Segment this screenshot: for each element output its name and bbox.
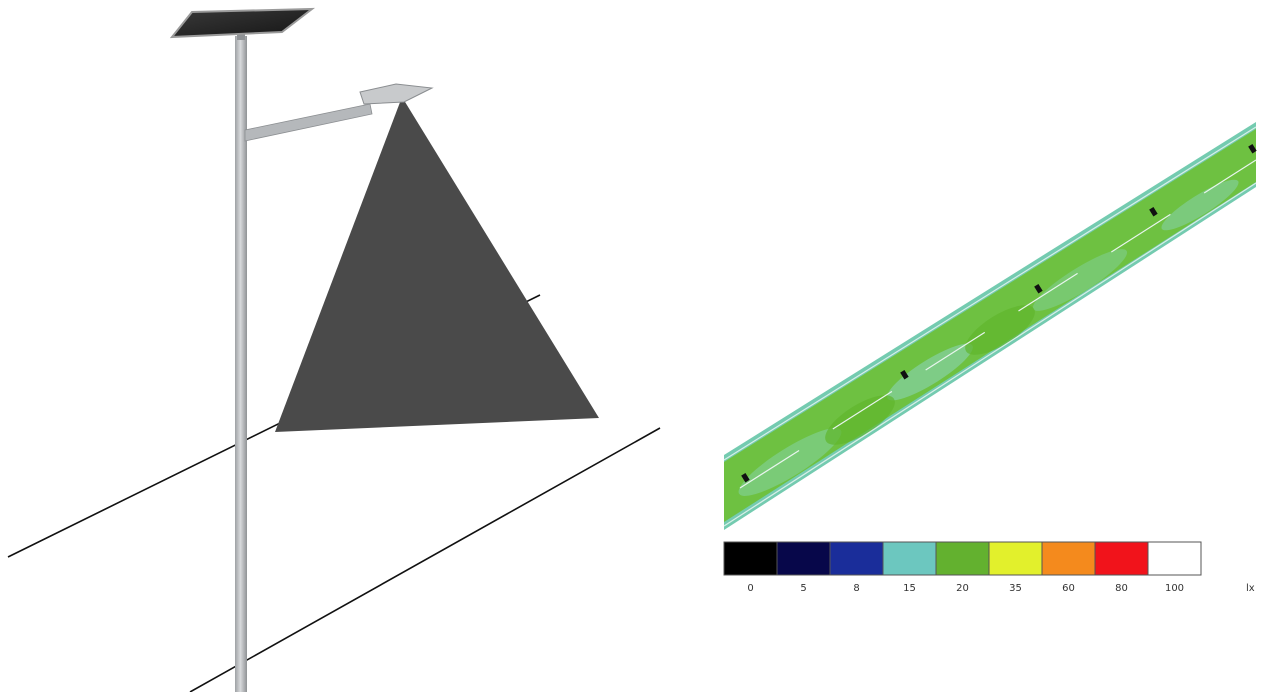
luminaire-marker xyxy=(900,370,909,380)
illuminance-legend: 0 5 8 15 20 35 60 80 100 xyxy=(723,541,1202,594)
legend-swatch xyxy=(988,541,1043,576)
legend-swatch xyxy=(723,541,778,576)
legend-label: 5 xyxy=(800,583,806,594)
legend-swatch xyxy=(882,541,937,576)
luminaire-marker xyxy=(1149,207,1158,217)
legend-swatch xyxy=(829,541,884,576)
lamp-pole xyxy=(235,36,247,692)
luminaire-marker xyxy=(1034,284,1043,294)
light-beam-cone xyxy=(275,97,599,432)
legend-label: 80 xyxy=(1115,583,1128,594)
luminaire-marker xyxy=(1248,144,1257,154)
legend-label: 100 xyxy=(1165,583,1184,594)
panel-bracket xyxy=(237,30,245,40)
lamp-head xyxy=(359,83,434,105)
legend-swatch xyxy=(935,541,990,576)
legend-label: 15 xyxy=(903,583,916,594)
illuminated-area xyxy=(724,129,1256,522)
legend-swatch xyxy=(1041,541,1096,576)
legend-label: 35 xyxy=(1009,583,1022,594)
legend-swatch xyxy=(1094,541,1149,576)
legend-label: 60 xyxy=(1062,583,1075,594)
solar-panel xyxy=(169,7,316,39)
legend-unit: lx xyxy=(1246,583,1255,594)
road-center-dashes xyxy=(739,159,1257,489)
legend-label: 20 xyxy=(956,583,969,594)
road-edge-line-lower xyxy=(189,427,661,692)
lamp-arm xyxy=(244,103,373,142)
legend-swatch xyxy=(1147,541,1202,576)
solar-street-light-icon xyxy=(7,7,661,692)
illuminance-map: 0 5 8 15 20 35 60 80 100 lx xyxy=(723,122,1257,594)
legend-swatch xyxy=(776,541,831,576)
legend-label: 8 xyxy=(853,583,859,594)
legend-label: 0 xyxy=(747,583,753,594)
luminaire-marker xyxy=(741,473,750,483)
